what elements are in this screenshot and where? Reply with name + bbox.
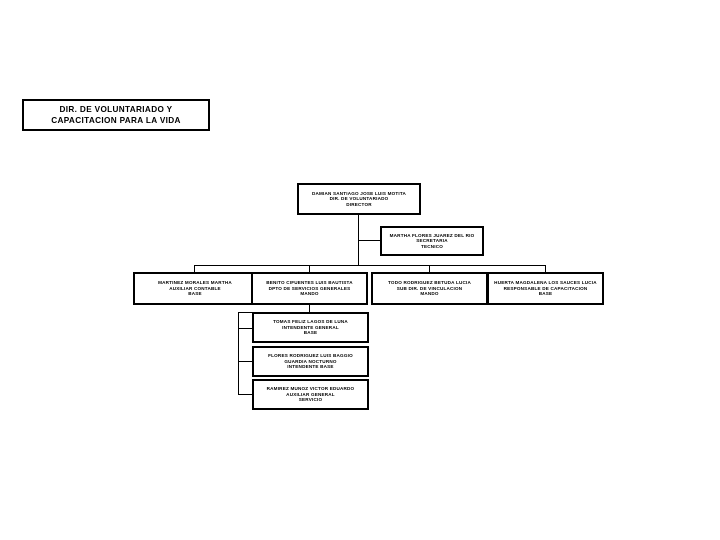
chart-title-line-2: CAPACITACION PARA LA VIDA bbox=[51, 116, 181, 125]
node-department-2-unit: SUB DIR. DE VINCULACION bbox=[396, 285, 463, 291]
connector-drop-department-0 bbox=[194, 265, 196, 273]
node-department-2-name: TODO RODRIGUEZ BETUDA LUCIA bbox=[388, 280, 471, 286]
node-department-3-unit: RESPONSABLE DE CAPACITACION bbox=[503, 285, 588, 291]
node-subunit-2-unit: AUXILIAR GENERAL bbox=[286, 391, 335, 397]
connector-department-bus bbox=[194, 265, 546, 267]
node-subunit-2-name: RAMIREZ MUNOZ VICTOR EDUARDO bbox=[266, 386, 355, 392]
node-department-3[interactable]: HUERTA MAGDALENA LOS SAUCES LUCIA RESPON… bbox=[487, 272, 604, 305]
connector-subtree-tee-0 bbox=[238, 328, 253, 330]
connector-drop-department-1 bbox=[309, 265, 311, 273]
node-subunit-1-unit: GUARDIA NOCTURNO bbox=[284, 358, 337, 364]
node-secretary-role: TECNICO bbox=[420, 243, 444, 249]
node-department-1-name: BENITO CIFUENTES LUIS BAUTISTA bbox=[266, 280, 353, 286]
connector-drop-department-3 bbox=[545, 265, 547, 273]
node-department-2[interactable]: TODO RODRIGUEZ BETUDA LUCIA SUB DIR. DE … bbox=[371, 272, 488, 305]
node-secretary[interactable]: MARTHA FLORES JUAREZ DEL RIO SECRETARIA … bbox=[380, 226, 484, 256]
connector-subtree-tee-1 bbox=[238, 361, 253, 363]
connector-subtree-spine bbox=[238, 312, 240, 395]
node-subunit-2-role: SERVICIO bbox=[298, 397, 323, 403]
node-director-unit: DIR. DE VOLUNTARIADO bbox=[329, 196, 389, 202]
node-director-role: DIRECTOR bbox=[346, 201, 372, 207]
node-department-1-role: MANDO bbox=[300, 291, 319, 297]
node-department-0[interactable]: MARTINEZ MORALES MARTHA AUXILIAR CONTABL… bbox=[133, 272, 257, 305]
node-department-0-name: MARTINEZ MORALES MARTHA bbox=[158, 280, 232, 286]
connector-drop-department-2 bbox=[429, 265, 431, 273]
node-director-name: DAMIAN SANTIAGO JOSE LUIS MOTITA bbox=[311, 190, 407, 196]
node-subunit-0-role: BASE bbox=[303, 330, 318, 336]
chart-title-box: DIR. DE VOLUNTARIADO Y CAPACITACION PARA… bbox=[22, 99, 210, 131]
node-subunit-1[interactable]: FLORES RODRIGUEZ LUIS BAGGIO GUARDIA NOC… bbox=[252, 346, 369, 377]
node-subunit-2[interactable]: RAMIREZ MUNOZ VICTOR EDUARDO AUXILIAR GE… bbox=[252, 379, 369, 410]
chart-title-line-1: DIR. DE VOLUNTARIADO Y bbox=[59, 104, 173, 114]
connector-subtree-tee-2 bbox=[238, 394, 253, 396]
node-secretary-unit: SECRETARIA bbox=[416, 238, 448, 244]
node-department-3-name: HUERTA MAGDALENA LOS SAUCES LUCIA bbox=[494, 280, 597, 286]
node-subunit-0[interactable]: TOMAS FELIZ LAGOS DE LUNA INTENDENTE GEN… bbox=[252, 312, 369, 343]
node-department-0-unit: AUXILIAR CONTABLE bbox=[169, 285, 221, 291]
node-department-1[interactable]: BENITO CIFUENTES LUIS BAUTISTA DPTO DE S… bbox=[251, 272, 368, 305]
node-subunit-1-name: FLORES RODRIGUEZ LUIS BAGGIO bbox=[268, 353, 353, 359]
connector-subtree-drop bbox=[309, 305, 311, 313]
node-department-0-role: BASE bbox=[188, 291, 202, 297]
node-director[interactable]: DAMIAN SANTIAGO JOSE LUIS MOTITA DIR. DE… bbox=[297, 183, 421, 215]
node-subunit-0-unit: INTENDENTE GENERAL bbox=[282, 324, 339, 330]
node-subunit-1-role: INTENDENTE BASE bbox=[287, 364, 334, 370]
node-department-3-role: BASE bbox=[538, 291, 553, 297]
node-subunit-0-name: TOMAS FELIZ LAGOS DE LUNA bbox=[273, 319, 348, 325]
node-secretary-name: MARTHA FLORES JUAREZ DEL RIO bbox=[389, 232, 475, 238]
connector-secretary-tee bbox=[358, 240, 380, 242]
node-department-1-unit: DPTO DE SERVICIOS GENERALES bbox=[268, 285, 351, 291]
node-department-2-role: MANDO bbox=[420, 291, 439, 297]
